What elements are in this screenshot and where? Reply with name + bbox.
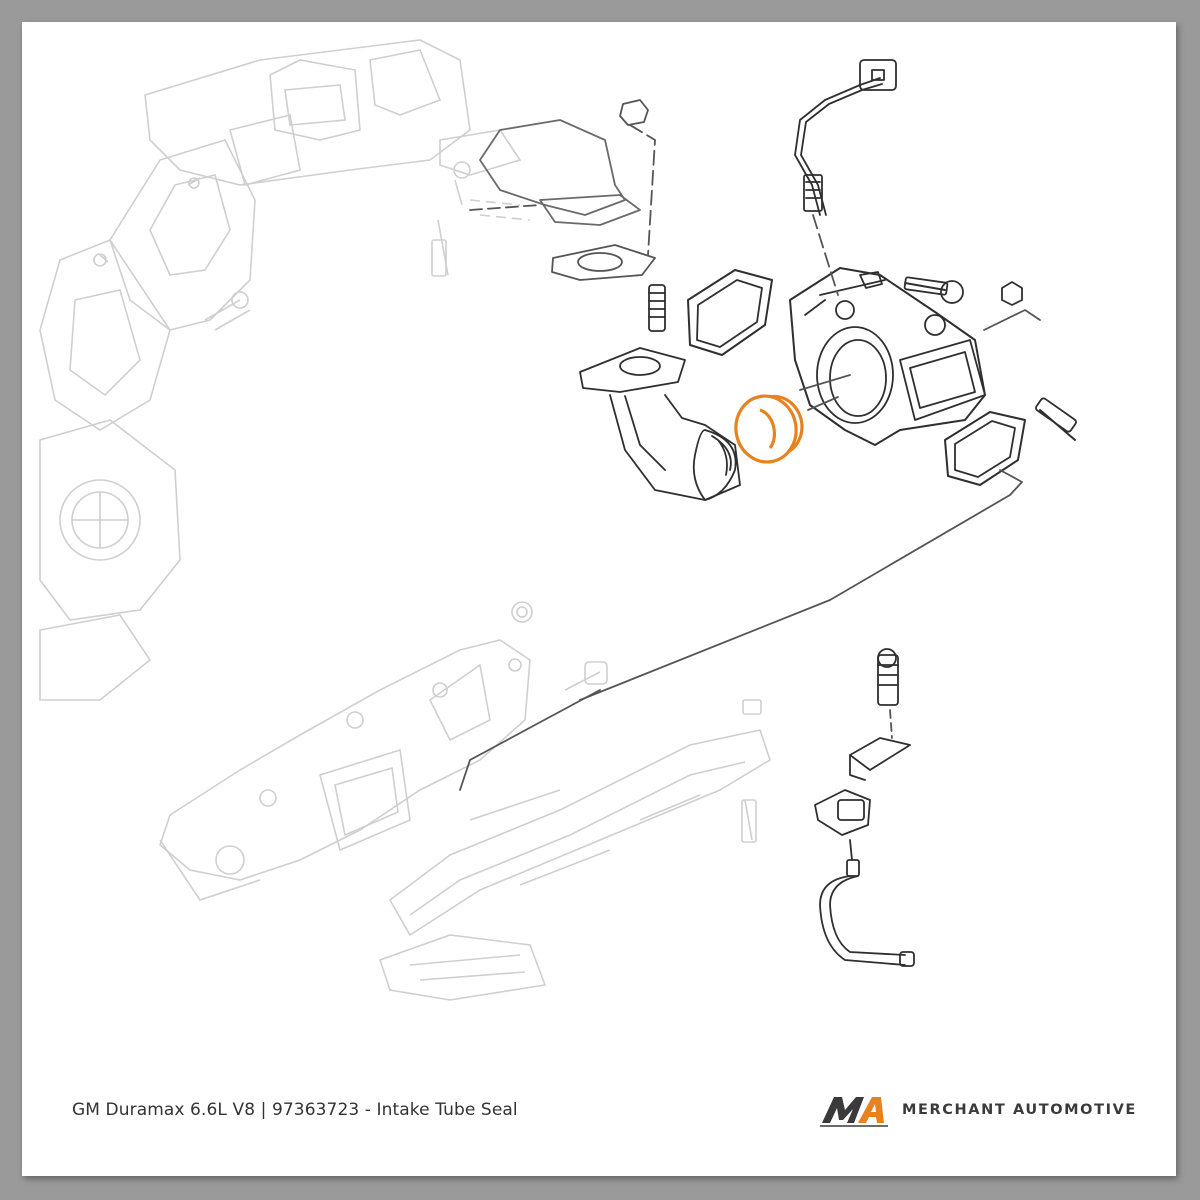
faded-exhaust-manifold: [159, 601, 771, 1001]
egr-assembly: [459, 59, 1077, 967]
intake-tube-seal-ring: [734, 394, 804, 464]
image-card: GM Duramax 6.6L V8 | 97363723 - Intake T…: [22, 22, 1176, 1176]
merchant-automotive-logo: [820, 1097, 888, 1127]
caption-text: GM Duramax 6.6L V8 | 97363723 - Intake T…: [72, 1100, 518, 1120]
faded-engine-block: [39, 39, 531, 701]
brand-name: MERCHANT AUTOMOTIVE: [902, 1102, 1137, 1118]
parts-diagram: [39, 39, 1077, 1001]
brand-lockup: MERCHANT AUTOMOTIVE: [818, 1090, 1137, 1130]
